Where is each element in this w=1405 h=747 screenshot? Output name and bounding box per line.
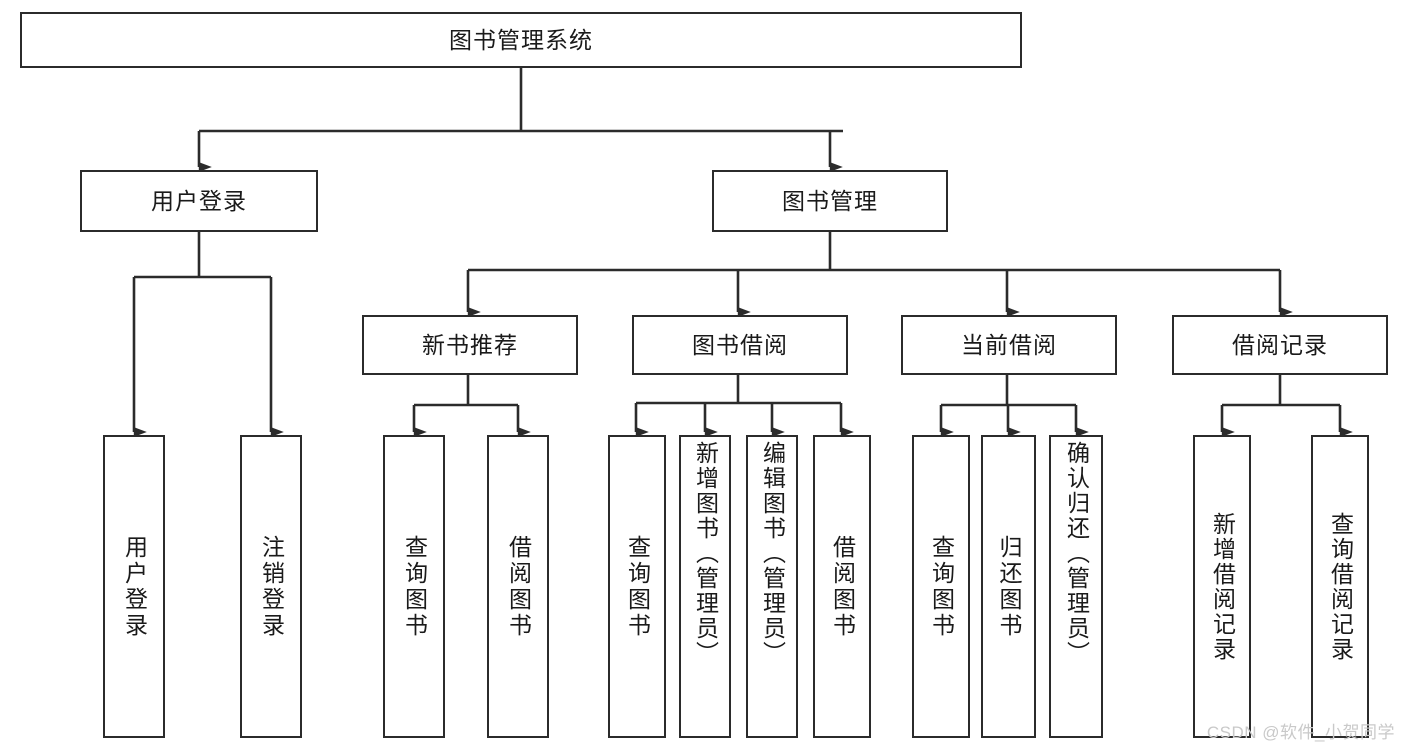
leaf-add-record-label: 新增借阅记录	[1209, 511, 1236, 662]
leaf-query-record-label: 查询借阅记录	[1327, 511, 1354, 662]
leaf-confirm-return[interactable]: 确认归还（管理员）	[1049, 435, 1103, 738]
leaf-edit-book[interactable]: 编辑图书（管理员）	[746, 435, 798, 738]
node-book-manage-label: 图书管理	[782, 187, 878, 214]
leaf-add-book-label: 新增图书（管理员）	[692, 441, 719, 666]
leaf-query-book-3-label: 查询图书	[928, 534, 955, 639]
node-user-login-label: 用户登录	[151, 187, 247, 214]
leaf-query-record[interactable]: 查询借阅记录	[1311, 435, 1369, 738]
leaf-return-book-label: 归还图书	[996, 534, 1022, 639]
leaf-user-login-label: 用户登录	[121, 534, 148, 639]
node-new-book-recommend-label: 新书推荐	[422, 331, 518, 358]
csdn-watermark: CSDN @软件_小贺同学	[1206, 723, 1395, 742]
leaf-logout-login-label: 注销登录	[258, 534, 285, 639]
leaf-add-book[interactable]: 新增图书（管理员）	[679, 435, 731, 738]
node-book-borrow-label: 图书借阅	[692, 331, 788, 358]
node-current-borrow-label: 当前借阅	[961, 331, 1057, 358]
leaf-query-book-1[interactable]: 查询图书	[383, 435, 445, 738]
leaf-query-book-2[interactable]: 查询图书	[608, 435, 666, 738]
node-user-login[interactable]: 用户登录	[80, 170, 318, 232]
leaf-user-login[interactable]: 用户登录	[103, 435, 165, 738]
leaf-borrow-book-2[interactable]: 借阅图书	[813, 435, 871, 738]
node-root-label: 图书管理系统	[449, 26, 593, 53]
leaf-edit-book-label: 编辑图书（管理员）	[759, 441, 786, 666]
node-new-book-recommend[interactable]: 新书推荐	[362, 315, 578, 375]
leaf-return-book[interactable]: 归还图书	[981, 435, 1036, 738]
leaf-query-book-2-label: 查询图书	[624, 534, 651, 639]
leaf-query-book-3[interactable]: 查询图书	[912, 435, 970, 738]
node-book-borrow[interactable]: 图书借阅	[632, 315, 848, 375]
leaf-borrow-book-2-label: 借阅图书	[829, 534, 856, 639]
leaf-borrow-book-1[interactable]: 借阅图书	[487, 435, 549, 738]
node-current-borrow[interactable]: 当前借阅	[901, 315, 1117, 375]
node-book-manage[interactable]: 图书管理	[712, 170, 948, 232]
leaf-query-book-1-label: 查询图书	[401, 534, 428, 639]
leaf-confirm-return-label: 确认归还（管理员）	[1063, 441, 1090, 666]
node-root[interactable]: 图书管理系统	[20, 12, 1022, 68]
node-borrow-record-label: 借阅记录	[1232, 331, 1328, 358]
node-borrow-record[interactable]: 借阅记录	[1172, 315, 1388, 375]
leaf-borrow-book-1-label: 借阅图书	[505, 534, 532, 639]
leaf-add-record[interactable]: 新增借阅记录	[1193, 435, 1251, 738]
leaf-logout-login[interactable]: 注销登录	[240, 435, 302, 738]
